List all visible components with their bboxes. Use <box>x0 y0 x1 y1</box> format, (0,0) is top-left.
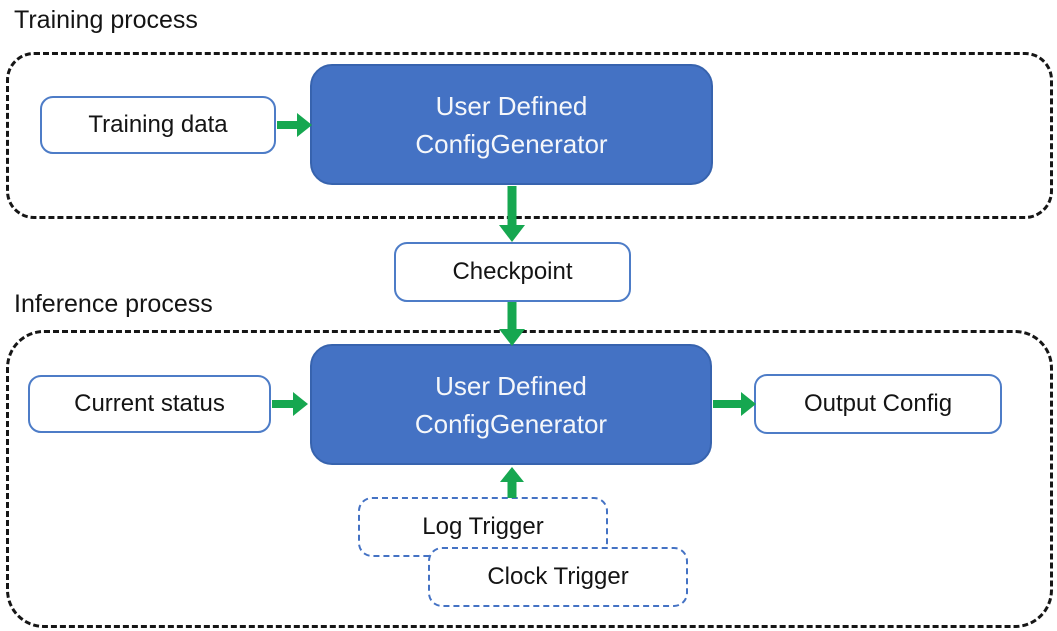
arrow-current-status-to-generator <box>272 392 308 416</box>
checkpoint-node: Checkpoint <box>394 242 631 302</box>
output-config-label: Output Config <box>803 390 953 417</box>
training-generator-line2: ConfigGenerator <box>415 128 608 159</box>
arrow-generator-to-output <box>713 392 756 416</box>
clock-trigger-node: Clock Trigger <box>428 547 688 607</box>
output-config-node: Output Config <box>754 374 1002 434</box>
training-process-container <box>6 52 1053 219</box>
arrow-triggers-to-generator <box>498 467 525 498</box>
checkpoint-label: Checkpoint <box>452 258 573 285</box>
inference-process-container <box>6 330 1053 628</box>
arrow-training-data-to-generator <box>277 113 312 137</box>
training-data-label: Training data <box>88 111 228 138</box>
log-trigger-label: Log Trigger <box>422 513 544 540</box>
inference-generator-node: User Defined ConfigGenerator <box>310 344 712 465</box>
arrow-checkpoint-to-generator <box>498 302 525 346</box>
training-generator-node: User Defined ConfigGenerator <box>310 64 713 185</box>
clock-trigger-label: Clock Trigger <box>487 563 629 590</box>
current-status-node: Current status <box>28 375 271 433</box>
inference-generator-line2: ConfigGenerator <box>414 408 608 439</box>
training-process-label: Training process <box>14 6 198 34</box>
current-status-label: Current status <box>74 390 225 417</box>
inference-process-label: Inference process <box>14 290 213 318</box>
inference-generator-line1: User Defined <box>435 370 587 401</box>
arrow-generator-to-checkpoint <box>498 186 525 242</box>
training-data-node: Training data <box>40 96 276 154</box>
training-generator-line1: User Defined <box>435 90 588 121</box>
